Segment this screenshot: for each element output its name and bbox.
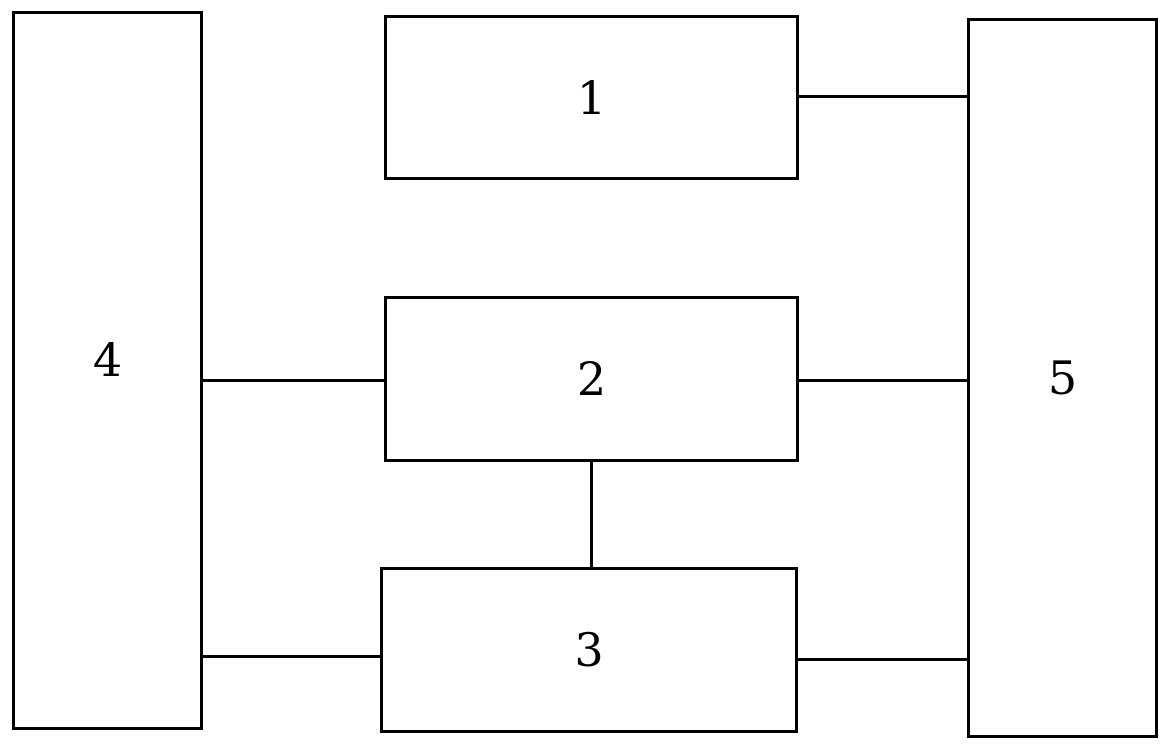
block-3-label: 3	[574, 627, 603, 673]
block-1: 1	[384, 15, 799, 180]
block-2-label: 2	[577, 356, 606, 402]
connector-4-to-2	[202, 379, 385, 382]
block-4: 4	[12, 11, 203, 730]
connector-2-to-5	[798, 379, 968, 382]
connector-4-to-3	[202, 655, 381, 658]
connector-3-to-5	[797, 658, 968, 661]
block-4-label: 4	[93, 337, 122, 383]
connector-2-to-3	[590, 461, 593, 568]
block-3: 3	[380, 567, 798, 733]
connector-1-to-5	[798, 95, 968, 98]
block-1-label: 1	[577, 75, 606, 121]
block-2: 2	[384, 296, 799, 462]
block-5-label: 5	[1048, 355, 1077, 401]
block-5: 5	[967, 18, 1158, 738]
